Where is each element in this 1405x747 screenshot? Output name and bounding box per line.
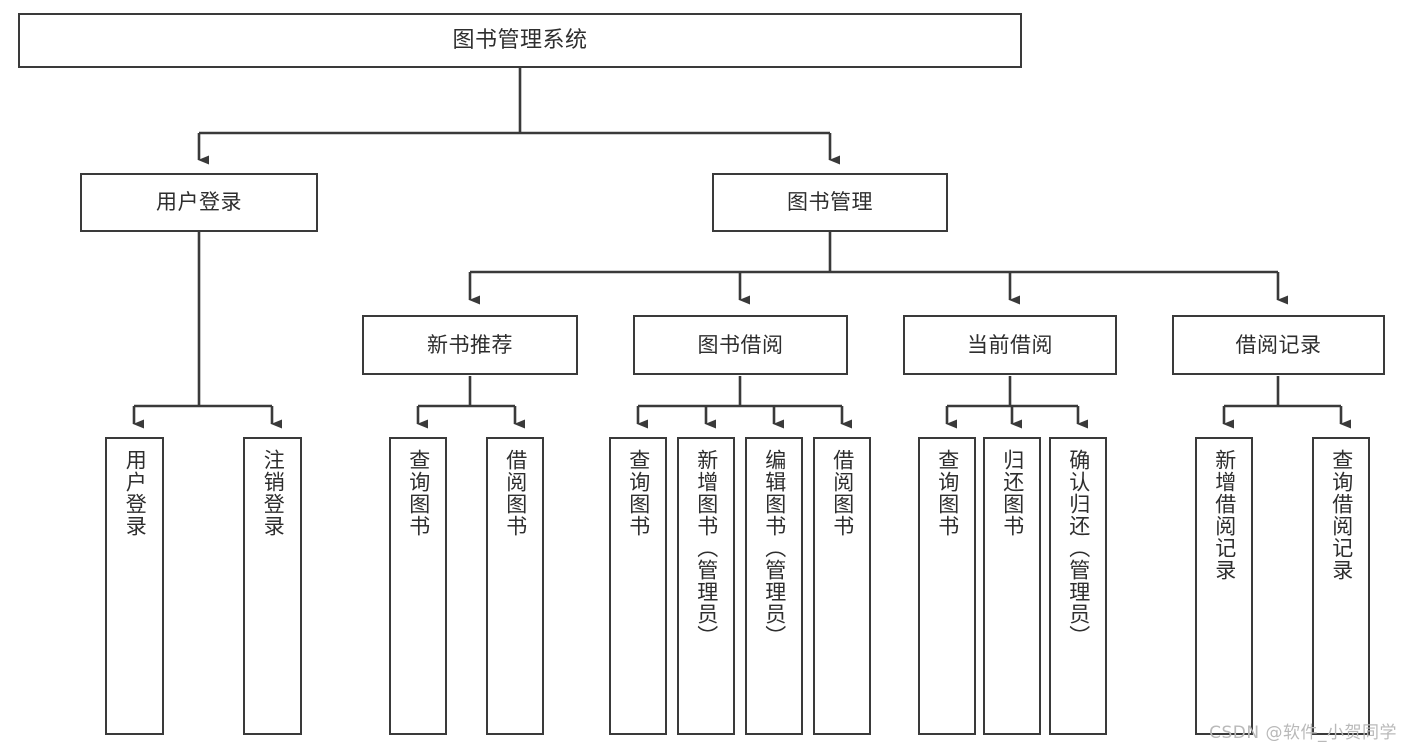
node-label: 查询图书	[935, 449, 960, 537]
node-book-management[interactable]: 图书管理	[712, 173, 948, 232]
node-label: 图书借阅	[697, 332, 784, 357]
node-new-book-recommend[interactable]: 新书推荐	[362, 315, 578, 375]
leaf-new-book-borrow[interactable]: 借阅图书	[486, 437, 544, 735]
leaf-current-return-book[interactable]: 归还图书	[983, 437, 1041, 735]
node-label: 编辑图书（管理员）	[762, 449, 787, 647]
node-book-borrow[interactable]: 图书借阅	[633, 315, 848, 375]
leaf-record-add-record[interactable]: 新增借阅记录	[1195, 437, 1253, 735]
node-label: 图书管理	[787, 190, 873, 215]
node-label: 新增图书（管理员）	[694, 449, 719, 647]
node-label: 用户登录	[123, 449, 148, 537]
node-label: 当前借阅	[967, 332, 1053, 357]
node-label: 借阅图书	[830, 449, 855, 537]
leaf-current-query-book[interactable]: 查询图书	[918, 437, 976, 735]
node-user-login[interactable]: 用户登录	[80, 173, 318, 232]
leaf-current-confirm-return-admin[interactable]: 确认归还（管理员）	[1049, 437, 1107, 735]
node-label: 图书管理系统	[452, 27, 588, 53]
node-label: 查询借阅记录	[1329, 449, 1354, 581]
leaf-new-book-query[interactable]: 查询图书	[389, 437, 447, 735]
node-current-borrow[interactable]: 当前借阅	[903, 315, 1117, 375]
leaf-borrow-edit-book-admin[interactable]: 编辑图书（管理员）	[745, 437, 803, 735]
node-label: 新书推荐	[427, 332, 513, 357]
node-label: 查询图书	[626, 449, 651, 537]
node-label: 查询图书	[406, 449, 431, 537]
node-label: 借阅记录	[1235, 332, 1322, 357]
leaf-user-login-logout[interactable]: 注销登录	[243, 437, 302, 735]
node-label: 借阅图书	[503, 449, 528, 537]
leaf-record-query-record[interactable]: 查询借阅记录	[1312, 437, 1370, 735]
node-label: 确认归还（管理员）	[1066, 449, 1091, 647]
leaf-borrow-borrow-book[interactable]: 借阅图书	[813, 437, 871, 735]
leaf-user-login-login[interactable]: 用户登录	[105, 437, 164, 735]
leaf-borrow-query-book[interactable]: 查询图书	[609, 437, 667, 735]
node-label: 用户登录	[156, 190, 242, 215]
node-label: 注销登录	[261, 449, 286, 537]
node-label: 新增借阅记录	[1212, 449, 1237, 581]
node-borrow-record[interactable]: 借阅记录	[1172, 315, 1385, 375]
leaf-borrow-add-book-admin[interactable]: 新增图书（管理员）	[677, 437, 735, 735]
node-root-system[interactable]: 图书管理系统	[18, 13, 1022, 68]
node-label: 归还图书	[1000, 449, 1025, 537]
